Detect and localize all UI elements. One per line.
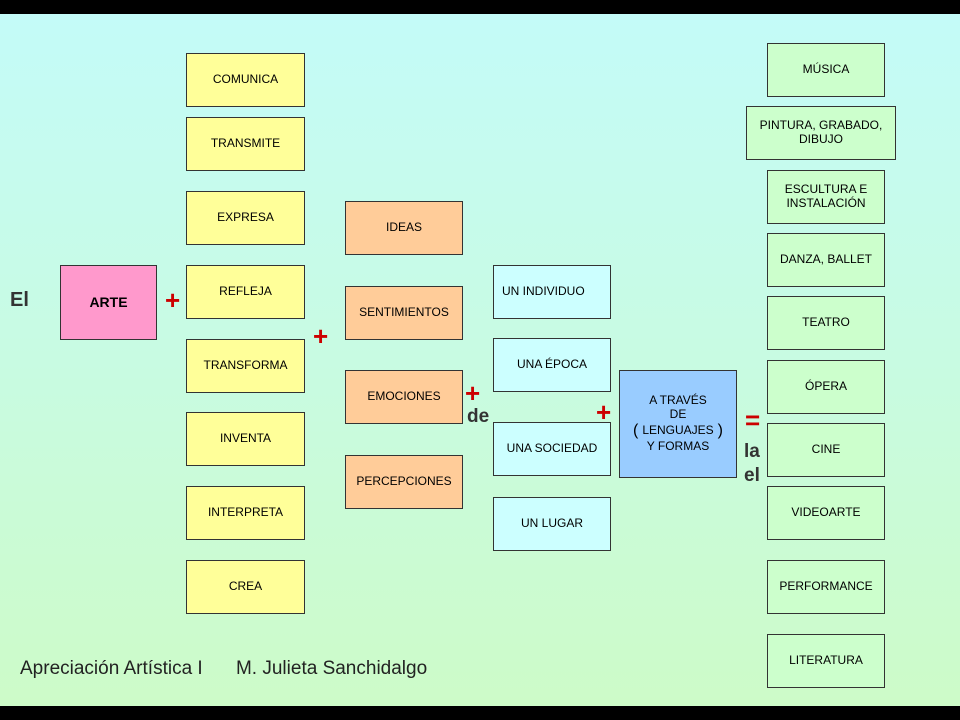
art-box: DANZA, BALLET: [767, 233, 885, 287]
verb-box: TRANSFORMA: [186, 339, 305, 393]
medium-line-3-row: ( LENGUAJES ): [633, 422, 723, 440]
plus-operator-3: +: [465, 378, 481, 408]
paren-open: (: [632, 421, 639, 439]
verb-box: COMUNICA: [186, 53, 305, 107]
art-box: ÓPERA: [767, 360, 885, 414]
diagram-slide: El ARTE + COMUNICA TRANSMITE EXPRESA REF…: [0, 14, 960, 706]
verb-box: REFLEJA: [186, 265, 305, 319]
footer-course: Apreciación Artística I: [20, 658, 203, 679]
medium-box: A TRAVÉS DE ( LENGUAJES ) Y FORMAS: [619, 370, 737, 478]
art-box: LITERATURA: [767, 634, 885, 688]
object-box: SENTIMIENTOS: [345, 286, 463, 340]
equals-operator: =: [745, 405, 761, 435]
art-box: PINTURA, GRABADO, DIBUJO: [746, 106, 896, 160]
art-box: PERFORMANCE: [767, 560, 885, 614]
object-box: PERCEPCIONES: [345, 455, 463, 509]
medium-line-4: Y FORMAS: [646, 439, 710, 454]
medium-line-3: LENGUAJES: [642, 423, 714, 437]
paren-close: ): [717, 421, 723, 439]
verb-box: INTERPRETA: [186, 486, 305, 540]
medium-line-2: DE: [669, 406, 687, 421]
art-box: TEATRO: [767, 296, 885, 350]
context-box: UNA SOCIEDAD: [493, 422, 611, 476]
plus-operator-1: +: [165, 285, 181, 315]
art-box: ESCULTURA E INSTALACIÓN: [767, 170, 885, 224]
verb-box: TRANSMITE: [186, 117, 305, 171]
footer-author: M. Julieta Sanchidalgo: [235, 658, 428, 679]
verb-box: EXPRESA: [186, 191, 305, 245]
word-de: de: [467, 406, 490, 427]
medium-line-1: A TRAVÉS: [649, 393, 707, 408]
context-box: UN LUGAR: [493, 497, 611, 551]
word-la: la: [744, 441, 760, 462]
verb-box: CREA: [186, 560, 305, 614]
word-el: el: [744, 465, 760, 486]
art-box: VIDEOARTE: [767, 486, 885, 540]
word-el-left: El: [10, 289, 29, 311]
subject-box-arte: ARTE: [60, 265, 157, 340]
art-box: MÚSICA: [767, 43, 885, 97]
object-box: IDEAS: [345, 201, 463, 255]
plus-operator-2: +: [313, 321, 329, 351]
verb-box: INVENTA: [186, 412, 305, 466]
art-box: CINE: [767, 423, 885, 477]
plus-operator-4: +: [596, 397, 612, 427]
context-box: UN INDIVIDUO: [493, 265, 611, 319]
footer: Apreciación Artística I M. Julieta Sanch…: [20, 658, 427, 680]
object-box: EMOCIONES: [345, 370, 463, 424]
context-box: UNA ÉPOCA: [493, 338, 611, 392]
